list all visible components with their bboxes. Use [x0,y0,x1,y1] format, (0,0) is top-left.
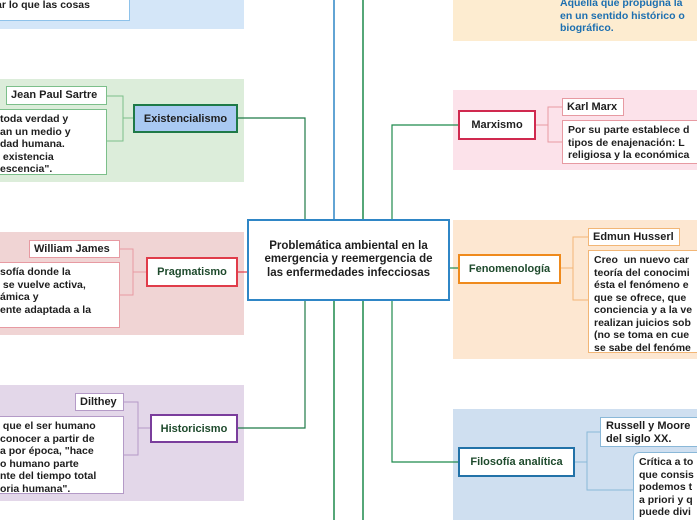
author-edmun-husserl[interactable]: Edmun Husserl [588,228,680,246]
topic-pragmatismo[interactable]: Pragmatismo [146,257,238,287]
top-right-text-fragment: Aquella que propugna la en un sentido hi… [553,0,697,34]
fenomenologia-description[interactable]: Creo un nuevo car teoría del conocimi és… [588,250,697,353]
author-karl-marx[interactable]: Karl Marx [562,98,624,116]
author-jean-paul-sartre[interactable]: Jean Paul Sartre [6,86,107,105]
topic-filosofia-analitica[interactable]: Filosofía analítica [458,447,575,477]
topic-historicismo[interactable]: Historicismo [150,414,238,443]
author-william-james[interactable]: William James [29,240,120,258]
existencialismo-description[interactable]: toda verdad y an un medio y dad humana. … [0,109,107,175]
marxismo-description[interactable]: Por su parte establece d tipos de enajen… [562,120,697,164]
pragmatismo-description[interactable]: sofía donde la se vuelve activa, ámica y… [0,262,120,328]
topic-marxismo[interactable]: Marxismo [458,110,536,140]
central-topic[interactable]: Problemática ambiental en la emergencia … [247,219,450,301]
topic-existencialismo[interactable]: Existencialismo [133,104,238,133]
author-dilthey[interactable]: Dilthey [75,393,124,411]
region-top-right [453,0,697,41]
historicismo-description[interactable]: que el ser humano conocer a partir de a … [0,416,124,494]
filosofia-analitica-description[interactable]: Crítica a to que consis podemos t a prio… [633,452,697,520]
top-left-text-fragment: ar lo que las cosas [0,0,130,21]
author-russell-moore[interactable]: Russell y Moore del siglo XX. [600,417,697,447]
topic-fenomenologia[interactable]: Fenomenología [458,254,561,284]
